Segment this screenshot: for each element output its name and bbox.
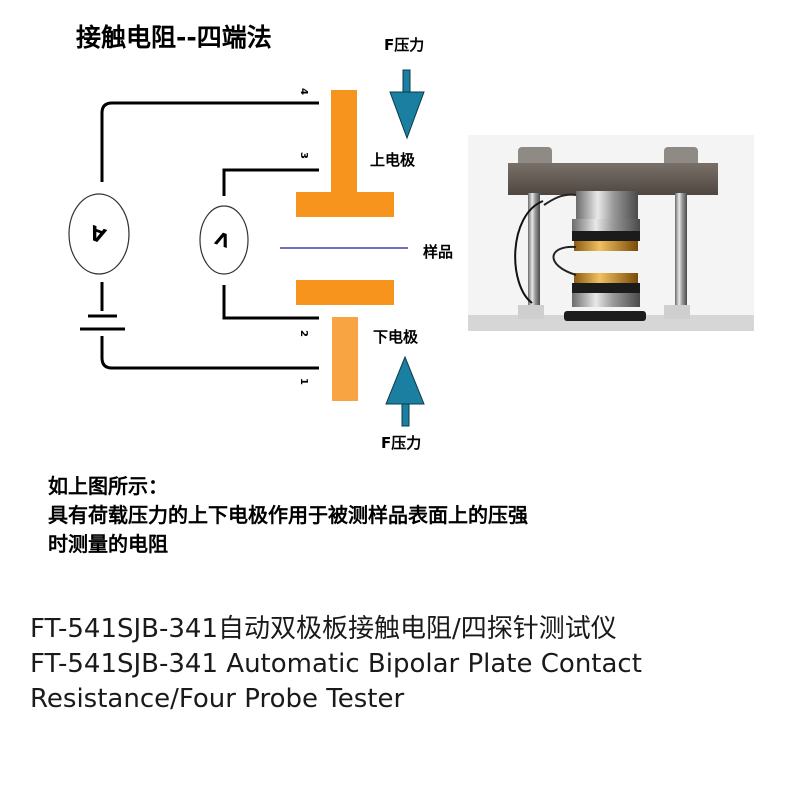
force-bottom-label: F压力 xyxy=(381,434,422,452)
battery-icon xyxy=(80,314,125,331)
product-name-cn: FT-541SJB-341自动双极板接触电阻/四探针测试仪 xyxy=(30,614,617,644)
lower-electrode xyxy=(296,280,394,401)
ammeter-icon xyxy=(68,193,130,275)
voltmeter-icon xyxy=(199,205,249,275)
terminal-2-label: 2 xyxy=(297,330,309,337)
description-line-1: 如上图所示： xyxy=(48,474,168,498)
description-line-2: 具有荷载压力的上下电极作用于被测样品表面上的压强 xyxy=(48,503,528,527)
upper-electrode-label: 上电极 xyxy=(370,151,416,169)
diagram-description: 如上图所示： 具有荷载压力的上下电极作用于被测样品表面上的压强 时测量的电阻 xyxy=(48,472,528,559)
sample-label: 样品 xyxy=(423,243,454,261)
product-name-en-2: Resistance/Four Probe Tester xyxy=(30,684,405,714)
upper-electrode xyxy=(296,90,394,217)
diagram-title: 接触电阻--四端法 xyxy=(76,23,272,52)
product-name: FT-541SJB-341自动双极板接触电阻/四探针测试仪 FT-541SJB-… xyxy=(30,612,642,717)
terminal-4-label: 4 xyxy=(297,88,309,95)
terminal-3-label: 3 xyxy=(297,152,309,159)
lower-electrode-label: 下电极 xyxy=(373,328,419,346)
force-top-label: F压力 xyxy=(384,36,425,54)
fixture-photo xyxy=(468,135,754,331)
force-arrow-down-icon xyxy=(389,69,425,140)
description-line-3: 时测量的电阻 xyxy=(48,532,168,556)
four-terminal-schematic xyxy=(68,69,425,427)
product-name-en-1: FT-541SJB-341 Automatic Bipolar Plate Co… xyxy=(30,649,642,679)
circuit-wires xyxy=(100,101,319,370)
force-arrow-up-icon xyxy=(385,355,425,427)
terminal-1-label: 1 xyxy=(297,378,309,385)
